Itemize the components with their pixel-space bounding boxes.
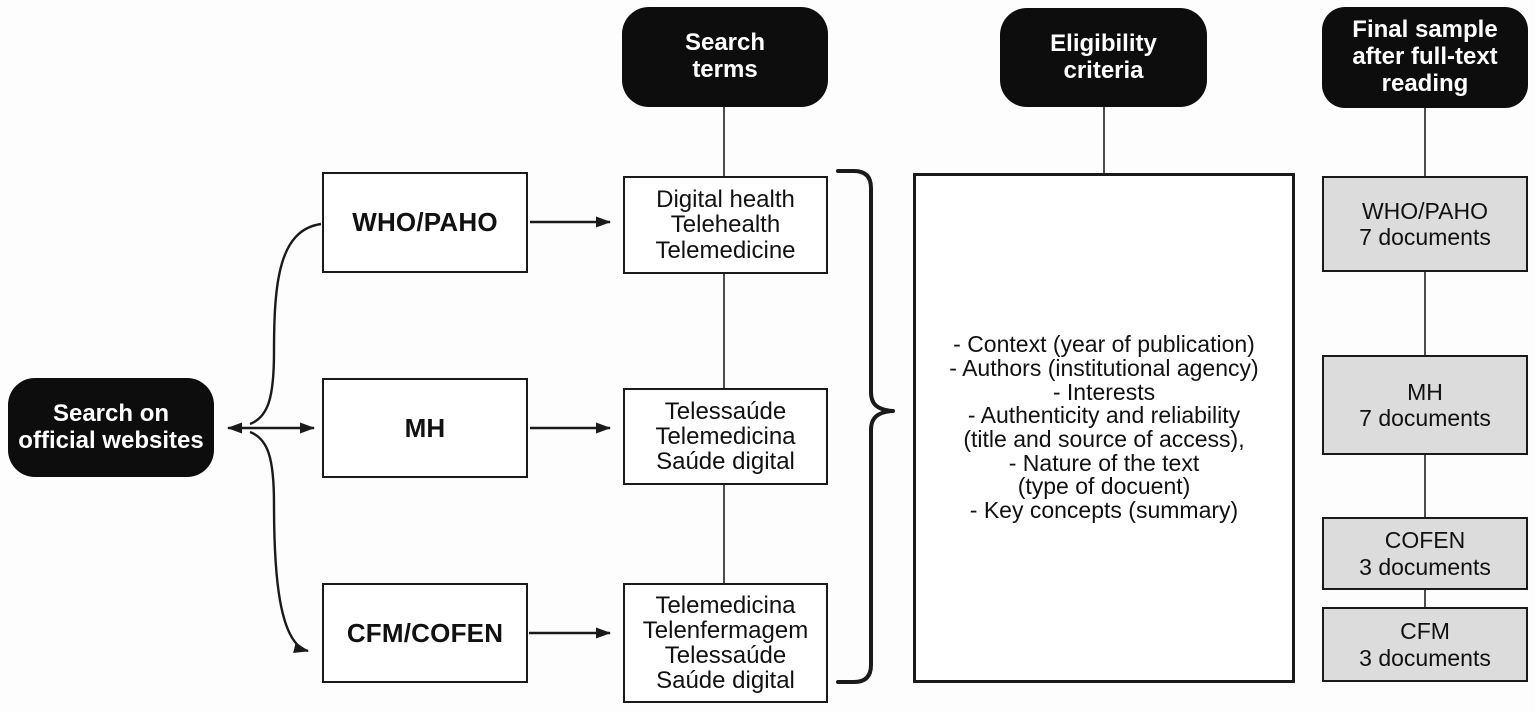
header-final-sample: Final sample after full-text reading [1322,7,1528,108]
final-sample-org: COFEN [1384,527,1466,554]
final-sample-count: 7 documents [1359,405,1491,431]
search-terms-box-who-paho: Digital health Telehealth Telemedicine [623,176,828,274]
eligibility-criteria-list: - Context (year of publication) - Author… [949,331,1259,524]
search-terms-list: Digital health Telehealth Telemedicine [655,186,796,264]
final-sample-box-cfm: CFM 3 documents [1322,607,1528,682]
search-terms-box-cfm-cofen: Telemedicina Telenfermagem Telessaúde Sa… [623,583,828,703]
header-label: Final sample after full-text reading [1352,16,1498,97]
curve-source-to-cfm-cofen [249,430,309,654]
final-sample-org: MH [1407,378,1443,405]
curly-brace [836,169,895,684]
search-terms-list: Telessaúde Telemedicina Saúde digital [655,397,796,476]
eligibility-criteria-box: - Context (year of publication) - Author… [913,173,1295,683]
final-sample-org: CFM [1400,618,1450,645]
search-terms-list: Telemedicina Telenfermagem Telessaúde Sa… [642,591,809,695]
website-label: CFM/COFEN [346,617,504,648]
header-eligibility-criteria: Eligibility criteria [1000,8,1207,107]
final-sample-count: 7 documents [1359,224,1491,250]
final-sample-box-mh: MH 7 documents [1322,355,1528,455]
website-node-who-paho: WHO/PAHO [322,172,528,273]
search-terms-box-mh: Telessaúde Telemedicina Saúde digital [623,388,828,485]
final-sample-count: 3 documents [1359,644,1491,671]
website-node-cfm-cofen: CFM/COFEN [322,583,528,683]
source-node: Search on official websites [8,378,214,477]
final-sample-org: WHO/PAHO [1361,197,1489,224]
header-label: Search terms [684,29,766,83]
website-node-mh: MH [322,378,528,478]
source-node-label: Search on official websites [18,399,204,454]
final-sample-box-cofen: COFEN 3 documents [1322,517,1528,590]
final-sample-count: 3 documents [1359,553,1491,580]
website-label: MH [404,412,446,443]
header-label: Eligibility criteria [1050,29,1157,84]
website-label: WHO/PAHO [352,207,498,237]
final-sample-box-who-paho: WHO/PAHO 7 documents [1322,176,1528,272]
curve-source-to-who-paho [249,222,322,426]
header-search-terms: Search terms [622,7,828,107]
